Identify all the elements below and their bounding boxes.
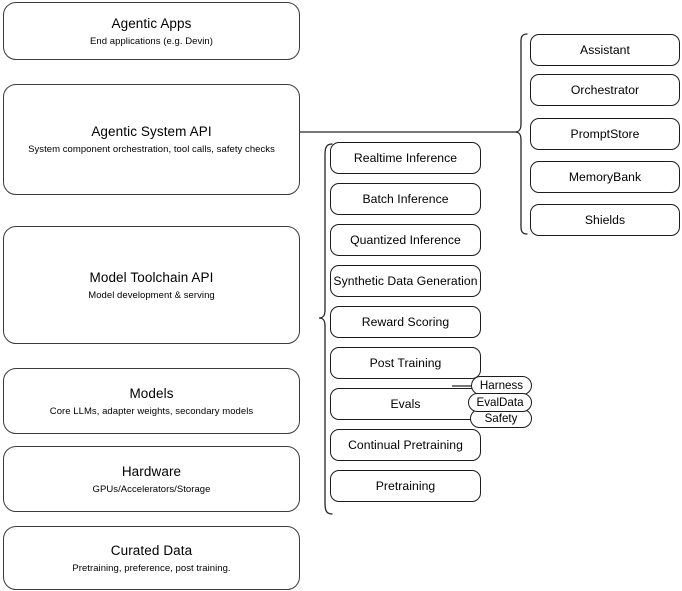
layer-box-model-toolchain-api[interactable]: Model Toolchain API Model development & …	[3, 226, 300, 344]
system-chip-shields[interactable]: Shields	[530, 204, 680, 236]
system-chip-assistant[interactable]: Assistant	[530, 34, 680, 66]
layer-subtitle: Pretraining, preference, post training.	[72, 562, 231, 574]
chip-label: Pretraining	[375, 479, 436, 493]
chip-label: Post Training	[369, 356, 442, 370]
layer-box-models[interactable]: Models Core LLMs, adapter weights, secon…	[3, 368, 300, 434]
toolchain-chip-synthetic-data-generation[interactable]: Synthetic Data Generation	[330, 265, 481, 297]
toolchain-chip-evals[interactable]: Evals	[330, 388, 481, 420]
chip-label: Synthetic Data Generation	[333, 274, 478, 288]
layer-title: Agentic Apps	[111, 15, 192, 31]
chip-label: Quantized Inference	[350, 233, 461, 247]
toolchain-chip-pretraining[interactable]: Pretraining	[330, 470, 481, 502]
badge-label: Safety	[484, 411, 518, 425]
chip-label: MemoryBank	[568, 170, 642, 184]
layer-title: Hardware	[121, 463, 182, 479]
layer-subtitle: Model development & serving	[88, 289, 215, 301]
chip-label: Continual Pretraining	[348, 438, 463, 452]
chip-label: PromptStore	[570, 127, 640, 141]
chip-label: Orchestrator	[570, 83, 640, 97]
badge-label: Harness	[479, 378, 524, 392]
eval-badge-evaldata[interactable]: EvalData	[468, 393, 532, 412]
layer-title: Models	[129, 385, 174, 401]
chip-label: Assistant	[580, 43, 630, 57]
toolchain-chip-batch-inference[interactable]: Batch Inference	[330, 183, 481, 215]
system-chip-promptstore[interactable]: PromptStore	[530, 118, 680, 150]
layer-box-hardware[interactable]: Hardware GPUs/Accelerators/Storage	[3, 446, 300, 512]
chip-label: Reward Scoring	[361, 315, 450, 329]
system-chip-orchestrator[interactable]: Orchestrator	[530, 74, 680, 106]
badge-label: EvalData	[476, 395, 524, 409]
layer-subtitle: System component orchestration, tool cal…	[28, 144, 275, 155]
layer-subtitle: Core LLMs, adapter weights, secondary mo…	[49, 405, 254, 417]
toolchain-chip-realtime-inference[interactable]: Realtime Inference	[330, 142, 481, 174]
layer-title: Curated Data	[110, 542, 193, 558]
chip-label: Shields	[584, 213, 626, 227]
toolchain-chip-quantized-inference[interactable]: Quantized Inference	[330, 224, 481, 256]
layer-subtitle: GPUs/Accelerators/Storage	[92, 483, 211, 495]
layer-box-curated-data[interactable]: Curated Data Pretraining, preference, po…	[3, 526, 300, 590]
chip-label: Realtime Inference	[353, 151, 458, 165]
layer-subtitle: End applications (e.g. Devin)	[90, 35, 213, 47]
layer-box-agentic-system-api[interactable]: Agentic System API System component orch…	[3, 84, 300, 195]
layer-box-agentic-apps[interactable]: Agentic Apps End applications (e.g. Devi…	[3, 2, 300, 60]
toolchain-chip-post-training[interactable]: Post Training	[330, 347, 481, 379]
chip-label: Evals	[390, 397, 421, 411]
toolchain-chip-continual-pretraining[interactable]: Continual Pretraining	[330, 429, 481, 461]
eval-badge-harness[interactable]: Harness	[471, 376, 532, 395]
layer-title: Agentic System API	[91, 124, 212, 139]
toolchain-chip-reward-scoring[interactable]: Reward Scoring	[330, 306, 481, 338]
chip-label: Batch Inference	[362, 192, 449, 206]
system-chip-memorybank[interactable]: MemoryBank	[530, 161, 680, 193]
layer-title: Model Toolchain API	[89, 269, 214, 285]
